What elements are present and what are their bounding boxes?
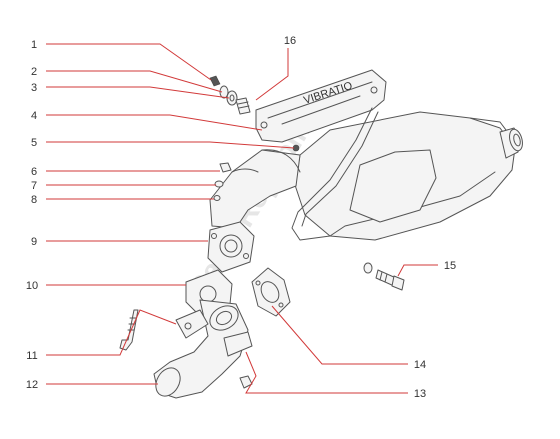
callout-12: 12: [26, 379, 38, 391]
callout-labels: 1 2 3 4 5 6 7 8 9 10 11 12 13 14 15 16: [26, 35, 456, 400]
callout-8: 8: [31, 194, 37, 206]
callout-6: 6: [31, 166, 37, 178]
callout-15: 15: [444, 260, 456, 272]
callout-5: 5: [31, 137, 37, 149]
bolt-part-15: [363, 262, 405, 291]
callout-2: 2: [31, 66, 37, 78]
nut-part-6: [219, 162, 232, 173]
screw-part-1: [209, 75, 221, 87]
leader-lines: [46, 43, 438, 394]
exhaust-pipe: [209, 149, 301, 229]
callout-14: 14: [414, 359, 426, 371]
callout-4: 4: [31, 110, 37, 122]
callout-16: 16: [284, 35, 296, 47]
callout-1: 1: [31, 39, 37, 51]
screw-part-11: [119, 309, 139, 351]
bolt-part-4: [235, 97, 251, 115]
exhaust-manifold: [153, 299, 253, 399]
callout-3: 3: [31, 82, 37, 94]
tail-pipe: [499, 127, 523, 159]
nut-part-13: [239, 375, 253, 389]
washer-part-2: [219, 85, 229, 99]
mounting-strap: [291, 107, 379, 241]
washer-part-7: [214, 180, 224, 188]
callout-9: 9: [31, 236, 37, 248]
flange-gasket: [251, 267, 291, 317]
muffler: [294, 111, 516, 241]
callout-13: 13: [414, 388, 426, 400]
callout-11: 11: [26, 350, 37, 362]
callout-10: 10: [26, 280, 38, 292]
washer-part-8: [213, 195, 221, 201]
callout-7: 7: [31, 180, 37, 192]
muffler-bracket: VIBRATIO: [255, 69, 387, 143]
pipe-flange: [207, 221, 255, 273]
